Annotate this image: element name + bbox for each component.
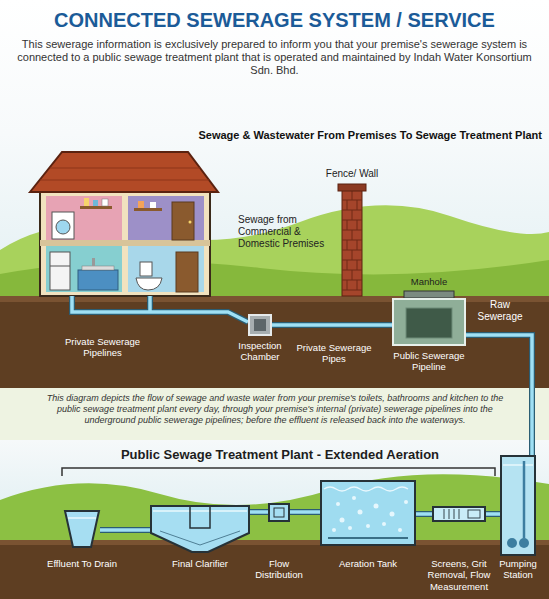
plant-bracket (62, 468, 495, 476)
flow-box: Flow Distribution (268, 503, 290, 522)
sky (0, 0, 549, 296)
screen-channel: Screens, Grit Removal, Flow Measurement (432, 506, 486, 522)
pipe-outline (416, 511, 432, 517)
aeration-tank-shape (320, 480, 416, 546)
pipe-outline (100, 527, 150, 533)
text-holder: Private Sewerage Pipelines (55, 336, 150, 359)
text-holder: CONNECTED SEWERAGE SYSTEM / SERVICE (0, 8, 549, 32)
section-heading: Sewage & Wastewater From Premises To Sew… (150, 129, 542, 142)
text-holder: Inspection Chamber (230, 340, 290, 363)
text-holder: Manhole (394, 276, 464, 287)
pipe-core (416, 512, 432, 516)
text-holder: Flow Distribution (251, 558, 307, 581)
sewer-pipe (100, 530, 150, 531)
sewer-pipe (486, 514, 500, 515)
pipe-core (250, 510, 268, 514)
pipe-core (486, 512, 500, 516)
text-holder: Aeration Tank (328, 558, 408, 569)
note-band (0, 388, 549, 440)
note-text: This diagram depicts the flow of sewage … (45, 393, 505, 425)
plant-heading: Public Sewage Treatment Plant - Extended… (90, 447, 470, 463)
node-label: Inspection Chamber (230, 340, 290, 363)
effluent-outlet-shape (64, 510, 100, 548)
node-label: Manhole (394, 276, 464, 287)
node-label: Public Sewerage Pipeline (379, 350, 479, 373)
effluent-outlet: Effluent To Drain (64, 510, 100, 548)
pumping-station-shape (500, 455, 536, 556)
pipe-outline (290, 509, 320, 515)
sewer-pipe (416, 514, 432, 515)
house (30, 152, 218, 296)
pipe-core (290, 510, 320, 514)
manhole-cover (404, 291, 454, 298)
text-holder: Sewage from Commercial & Domestic Premis… (238, 214, 330, 250)
node-label: Final Clarifier (158, 558, 242, 569)
sewer-pipe (272, 325, 392, 326)
main-title: CONNECTED SEWERAGE SYSTEM / SERVICE (0, 8, 549, 32)
clarifier-tank-shape (150, 505, 250, 553)
text-holder: Sewage & Wastewater From Premises To Sew… (150, 129, 542, 142)
manhole-chamber-shape (392, 298, 466, 346)
text-holder: Public Sewerage Pipeline (379, 350, 479, 373)
part-label: Fence/ Wall (316, 168, 388, 180)
sewer-pipe (290, 512, 320, 513)
aeration-tank: Aeration Tank (320, 480, 416, 546)
text-holder: Pumping Station (492, 558, 544, 581)
pipe-core (100, 528, 150, 532)
private-pipeline (72, 296, 248, 322)
pipe-outline (486, 511, 500, 517)
node-label: Flow Distribution (251, 558, 307, 581)
text-holder: Final Clarifier (158, 558, 242, 569)
screen-channel-shape (432, 506, 486, 522)
text-holder: Public Sewage Treatment Plant - Extended… (90, 447, 470, 463)
pumping-station: Pumping Station (500, 455, 536, 556)
inspection-chamber-shape (248, 314, 272, 336)
pipe-outline (250, 509, 268, 515)
part-label: Private Sewerage Pipelines (55, 336, 150, 359)
text-holder: Screens, Grit Removal, Flow Measurement (426, 558, 492, 592)
inspection-chamber: Inspection Chamber (248, 314, 272, 336)
pipe-outline (272, 322, 392, 328)
text-holder: Effluent To Drain (47, 558, 117, 569)
text-holder: This sewerage information is exclusively… (14, 38, 535, 78)
sewer-pipe (250, 512, 268, 513)
clarifier-tank: Final Clarifier (150, 505, 250, 553)
text-holder: Private Sewerage Pipes (293, 342, 375, 365)
part-label: Sewage from Commercial & Domestic Premis… (238, 214, 330, 250)
part-label: Private Sewerage Pipes (293, 342, 375, 365)
manhole-chamber: ManholePublic Sewerage Pipeline (392, 298, 466, 346)
intro-text: This sewerage information is exclusively… (14, 38, 535, 78)
text-holder: Fence/ Wall (316, 168, 388, 180)
part-label: Raw Sewerage (474, 299, 526, 323)
node-label: Effluent To Drain (47, 558, 117, 569)
flow-box-shape (268, 503, 290, 522)
node-label: Aeration Tank (328, 558, 408, 569)
pipe-core (272, 323, 392, 327)
fence-wall (338, 184, 366, 296)
soil (0, 540, 549, 599)
text-holder: This diagram depicts the flow of sewage … (45, 393, 505, 425)
text-holder: Raw Sewerage (474, 299, 526, 323)
node-label: Screens, Grit Removal, Flow Measurement (426, 558, 492, 592)
node-label: Pumping Station (492, 558, 544, 581)
soil (0, 296, 549, 388)
